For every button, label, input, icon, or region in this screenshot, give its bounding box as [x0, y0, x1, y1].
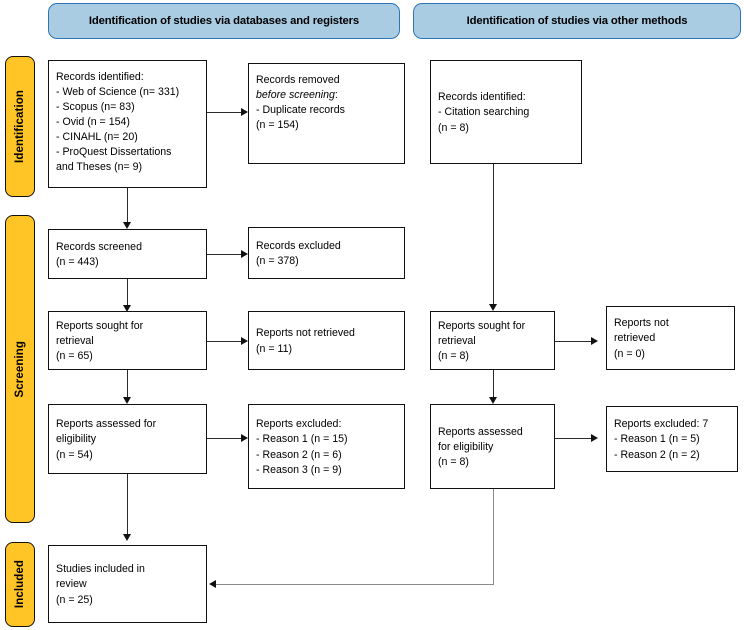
records-identified-other-line-3: (n = 8): [438, 121, 469, 134]
connector-sought-to-assessed-other: [493, 370, 495, 401]
records-identified-other-title: Records identified:: [438, 91, 526, 104]
reports-sought-db-line-1: Reports sought for: [56, 319, 144, 332]
reports-assessed-other-line-2: for eligibility: [438, 440, 494, 453]
reports-assessed-other-line-1: Reports assessed: [438, 425, 523, 438]
reports-excluded-db-title: Reports excluded:: [256, 418, 342, 431]
reports-not-retrieved-db-line-2: (n = 11): [256, 342, 293, 355]
connector-assessed-to-included-db: [127, 474, 129, 538]
reports-sought-db-line-3: (n = 65): [56, 350, 93, 363]
records-identified-db-line-5: and Theses (n= 9): [56, 161, 143, 174]
arrowhead-sought-to-not-retrieved-other: [591, 336, 598, 345]
connector-identified-to-screened: [127, 188, 129, 226]
arrowhead-identified-to-removed: [241, 107, 248, 116]
records-excluded-line-1: Records excluded: [256, 239, 341, 252]
box-reports-assessed-databases: Reports assessed for eligibility (n = 54…: [48, 404, 207, 474]
arrowhead-screened-to-sought: [122, 305, 131, 312]
arrowhead-sought-to-assessed-other: [488, 397, 497, 404]
box-records-identified-databases: Records identified: - Web of Science (n=…: [48, 60, 207, 188]
records-excluded-line-2: (n = 378): [256, 255, 299, 267]
arrowhead-other-identified-to-sought: [488, 304, 497, 311]
box-reports-excluded-databases: Reports excluded: - Reason 1 (n = 15) - …: [248, 404, 405, 489]
reports-sought-other-line-2: retrieval: [438, 334, 476, 347]
header-databases-label: Identification of studies via databases …: [88, 15, 360, 27]
stage-label-included: Included: [5, 542, 35, 627]
reports-excluded-db-line-2: - Reason 1 (n = 15): [256, 433, 348, 446]
connector-identified-to-removed: [207, 112, 242, 114]
box-records-screened: Records screened (n = 443): [48, 229, 207, 279]
records-identified-db-title: Records identified:: [56, 71, 144, 83]
reports-excluded-other-line-3: - Reason 2 (n = 2): [614, 448, 700, 461]
connector-screened-to-excluded: [207, 254, 242, 256]
reports-assessed-db-line-3: (n = 54): [56, 448, 93, 461]
records-removed-line-2: before screening:: [256, 88, 397, 103]
reports-sought-other-line-3: (n = 8): [438, 350, 469, 363]
reports-assessed-db-line-1: Reports assessed for: [56, 418, 157, 431]
connector-sought-to-assessed-db: [127, 370, 129, 401]
connector-other-to-included-vertical: [493, 489, 495, 585]
connector-other-to-included-horizontal: [216, 584, 494, 586]
arrowhead-assessed-to-excluded-other: [591, 433, 598, 442]
box-studies-included-in-review: Studies included in review (n = 25): [48, 545, 207, 623]
records-removed-line-4: (n = 154): [256, 119, 299, 132]
box-reports-sought-other: Reports sought for retrieval (n = 8): [430, 311, 555, 370]
records-identified-db-line-1: - Scopus (n= 83): [56, 101, 135, 114]
records-removed-line-1: Records removed: [256, 74, 340, 86]
arrowhead-sought-to-assessed-db: [122, 397, 131, 404]
reports-not-retrieved-other-line-1: Reports not: [614, 317, 669, 330]
arrowhead-assessed-to-included-db: [122, 534, 131, 541]
studies-included-line-1: Studies included in: [56, 563, 145, 576]
connector-sought-to-not-retrieved-db: [207, 341, 242, 343]
stage-label-identification: Identification: [5, 56, 35, 197]
records-identified-db-line-0: - Web of Science (n= 331): [56, 86, 180, 99]
connector-sought-to-not-retrieved-other: [555, 341, 592, 343]
box-reports-excluded-other: Reports excluded: 7 - Reason 1 (n = 5) -…: [606, 406, 738, 472]
reports-not-retrieved-other-line-2: retrieved: [614, 332, 656, 345]
connector-assessed-to-excluded-other: [555, 438, 592, 440]
reports-excluded-other-line-2: - Reason 1 (n = 5): [614, 433, 700, 446]
box-records-excluded: Records excluded (n = 378): [248, 227, 405, 279]
reports-excluded-other-title: Reports excluded: 7: [614, 418, 709, 431]
box-reports-sought-databases: Reports sought for retrieval (n = 65): [48, 311, 207, 370]
records-removed-italic: before screening: [256, 89, 335, 102]
records-identified-db-line-2: - Ovid (n = 154): [56, 116, 130, 129]
records-removed-colon: :: [334, 89, 338, 102]
connector-other-identified-to-sought: [493, 164, 495, 306]
header-databases-and-registers: Identification of studies via databases …: [48, 3, 400, 39]
header-other-methods-label: Identification of studies via other meth…: [466, 15, 688, 27]
arrowhead-assessed-to-excluded-db: [241, 433, 248, 442]
connector-screened-to-sought: [127, 279, 129, 309]
connector-assessed-to-excluded-db: [207, 438, 242, 440]
records-removed-line-3: - Duplicate records: [256, 104, 345, 117]
box-records-removed-before-screening: Records removed before screening: - Dupl…: [248, 63, 405, 164]
box-reports-assessed-other: Reports assessed for eligibility (n = 8): [430, 404, 555, 489]
records-identified-db-line-3: - CINAHL (n= 20): [56, 131, 138, 144]
studies-included-line-2: review: [56, 578, 87, 591]
records-screened-line-1: Records screened: [56, 240, 142, 253]
records-identified-db-line-4: - ProQuest Dissertations: [56, 146, 172, 159]
stage-identification-text: Identification: [14, 90, 26, 163]
box-records-identified-other-methods: Records identified: - Citation searching…: [430, 60, 582, 164]
header-other-methods: Identification of studies via other meth…: [413, 3, 741, 39]
arrowhead-identified-to-screened: [122, 222, 131, 229]
records-identified-other-line-2: - Citation searching: [438, 106, 530, 119]
reports-assessed-other-line-3: (n = 8): [438, 456, 469, 469]
stage-label-screening: Screening: [5, 215, 35, 523]
reports-assessed-db-line-2: eligibility: [56, 433, 97, 446]
reports-not-retrieved-db-line-1: Reports not retrieved: [256, 327, 355, 340]
stage-included-text: Included: [14, 560, 26, 609]
reports-excluded-db-line-4: - Reason 3 (n = 9): [256, 463, 342, 476]
reports-sought-db-line-2: retrieval: [56, 334, 94, 347]
arrowhead-sought-to-not-retrieved-db: [241, 336, 248, 345]
stage-screening-text: Screening: [14, 340, 26, 398]
arrowhead-other-to-included: [209, 579, 216, 588]
studies-included-line-3: (n = 25): [56, 593, 93, 606]
reports-sought-other-line-1: Reports sought for: [438, 319, 526, 332]
box-reports-not-retrieved-other: Reports not retrieved (n = 0): [606, 306, 735, 370]
arrowhead-screened-to-excluded: [241, 249, 248, 258]
reports-excluded-db-line-3: - Reason 2 (n = 6): [256, 448, 342, 461]
box-reports-not-retrieved-databases: Reports not retrieved (n = 11): [248, 311, 405, 370]
reports-not-retrieved-other-line-3: (n = 0): [614, 347, 645, 360]
records-screened-line-2: (n = 443): [56, 256, 99, 268]
